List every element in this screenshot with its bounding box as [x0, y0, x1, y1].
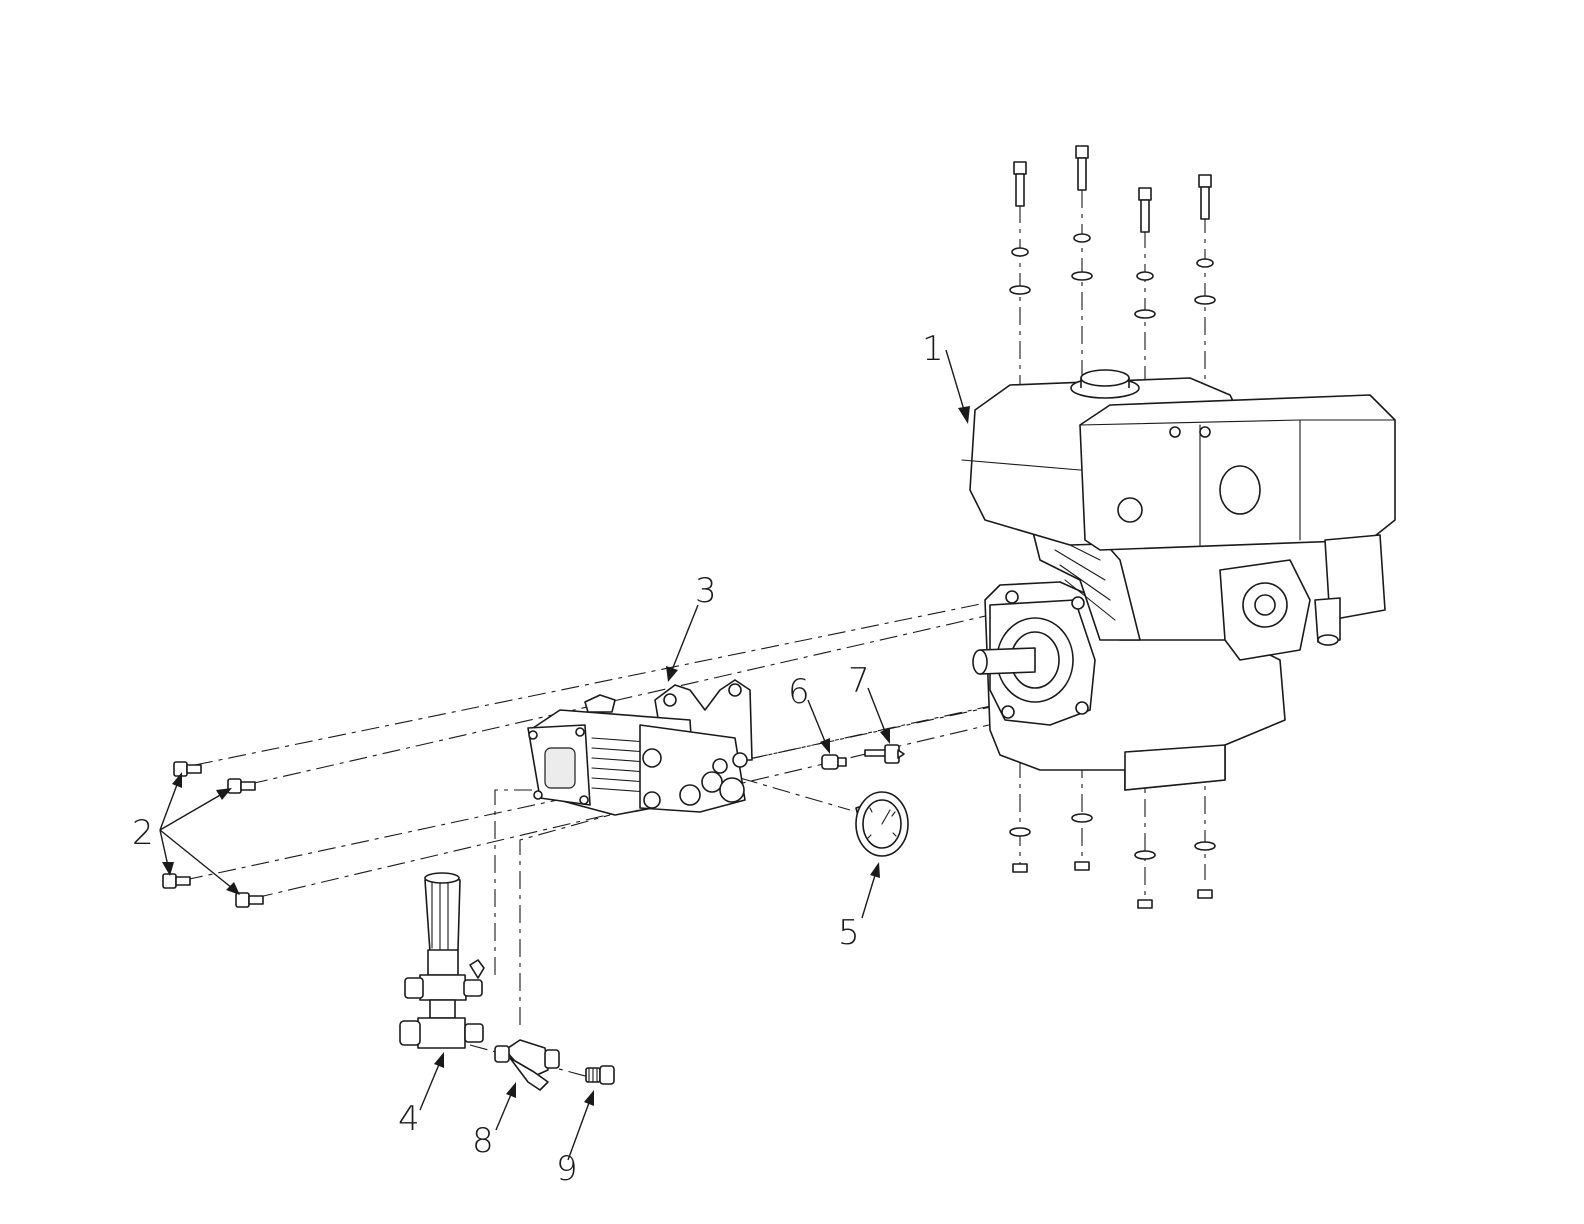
bolt: [227, 778, 256, 794]
hose-adapter: [585, 1065, 615, 1085]
callout-1: 1: [922, 329, 944, 369]
pressure-gauge: [855, 791, 909, 857]
bolt: [162, 873, 191, 889]
bolt: [1075, 145, 1089, 191]
callout-4: 4: [398, 1099, 420, 1139]
fitting: [864, 744, 905, 764]
pump-mounting-bolts: [162, 761, 264, 908]
bolt: [1198, 174, 1212, 220]
bolt: [1013, 161, 1027, 207]
bolt: [1138, 187, 1152, 233]
callout-6: 6: [788, 672, 810, 712]
callout-8: 8: [472, 1121, 494, 1161]
plug: [821, 754, 847, 770]
engine-mounting-hardware-bottom: [1009, 813, 1216, 909]
leader-lines: [159, 349, 970, 1161]
callout-5: 5: [838, 913, 860, 953]
callout-9: 9: [556, 1149, 578, 1189]
callout-2: 2: [132, 813, 154, 853]
unloader-valve: [399, 872, 485, 1049]
callout-3: 3: [695, 571, 717, 611]
bolt: [173, 761, 202, 777]
callout-7: 7: [848, 661, 870, 701]
engine-mounting-hardware-top: [1009, 145, 1216, 319]
pump: [527, 679, 753, 816]
bolt: [235, 892, 264, 908]
engine: [961, 369, 1396, 791]
inlet-strainer: [494, 1039, 560, 1091]
callout-labels: 1 2 3 4 5 6 7 8 9: [132, 329, 944, 1189]
